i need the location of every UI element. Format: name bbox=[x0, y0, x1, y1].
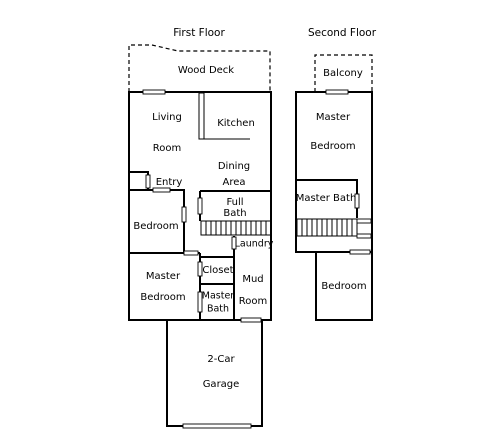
first-bedroom-wall bbox=[129, 189, 185, 253]
garage-label-line1: 2-Car bbox=[207, 354, 235, 365]
first-master-bath-label-line2: Bath bbox=[207, 304, 229, 315]
kitchen-label: Kitchen bbox=[217, 118, 255, 129]
hall-door bbox=[183, 250, 199, 256]
closet-label: Closet bbox=[202, 265, 233, 276]
laundry-door bbox=[231, 236, 237, 250]
entry-door bbox=[145, 174, 151, 189]
first-floor-exterior-wall bbox=[128, 91, 272, 427]
second-master-bath-label: Master Bath bbox=[296, 193, 357, 204]
kitchen-counter bbox=[198, 92, 205, 140]
second-hall-door-1 bbox=[356, 218, 372, 224]
wood-deck-label: Wood Deck bbox=[178, 65, 234, 76]
full-bath-door bbox=[197, 197, 203, 215]
dining-area-label-line2: Area bbox=[222, 177, 245, 188]
second-floor-title: Second Floor bbox=[308, 27, 377, 39]
first-master-bedroom-label-line1: Master bbox=[146, 271, 181, 282]
living-room-label-line2: Room bbox=[153, 143, 181, 154]
garage-label-line2: Garage bbox=[203, 379, 240, 390]
full-bath-label-line1: Full bbox=[226, 197, 243, 208]
first-bedroom-door bbox=[152, 187, 171, 193]
mud-room-label-line2: Room bbox=[239, 296, 267, 307]
second-floor-exterior-wall bbox=[295, 91, 373, 321]
entry-label: Entry bbox=[156, 177, 183, 188]
garage-door bbox=[182, 423, 252, 429]
second-bedroom-door bbox=[349, 249, 371, 255]
first-floor-title: First Floor bbox=[173, 27, 225, 39]
second-hall-door-2 bbox=[356, 233, 372, 239]
mud-room-label-line1: Mud bbox=[242, 274, 263, 285]
closet-wall bbox=[200, 256, 234, 285]
second-master-bedroom-label-line2: Bedroom bbox=[310, 141, 355, 152]
second-bedroom-label: Bedroom bbox=[321, 281, 366, 292]
closet-door bbox=[197, 261, 203, 277]
second-floor-stair-treads bbox=[301, 219, 353, 236]
first-master-bath-door bbox=[197, 291, 203, 313]
mud-room-door bbox=[240, 317, 262, 323]
balcony-door bbox=[325, 89, 349, 95]
first-floor-stair-treads bbox=[205, 221, 267, 235]
deck-slider-door bbox=[142, 89, 166, 95]
second-master-bedroom-label-line1: Master bbox=[316, 112, 351, 123]
first-bedroom-door-2 bbox=[181, 206, 187, 223]
entry-wall bbox=[129, 171, 149, 190]
dining-area-label-line1: Dining bbox=[218, 161, 250, 172]
living-room-label-line1: Living bbox=[152, 112, 182, 123]
first-master-bedroom-label-line2: Bedroom bbox=[140, 292, 185, 303]
balcony-outline bbox=[314, 54, 373, 92]
first-master-bath-label-line1: Master bbox=[202, 291, 235, 302]
second-master-bath-door bbox=[354, 193, 360, 209]
full-bath-label-line2: Bath bbox=[223, 208, 246, 219]
balcony-label: Balcony bbox=[323, 68, 363, 79]
first-bedroom-label: Bedroom bbox=[133, 221, 178, 232]
laundry-label: Laundry bbox=[235, 239, 274, 250]
